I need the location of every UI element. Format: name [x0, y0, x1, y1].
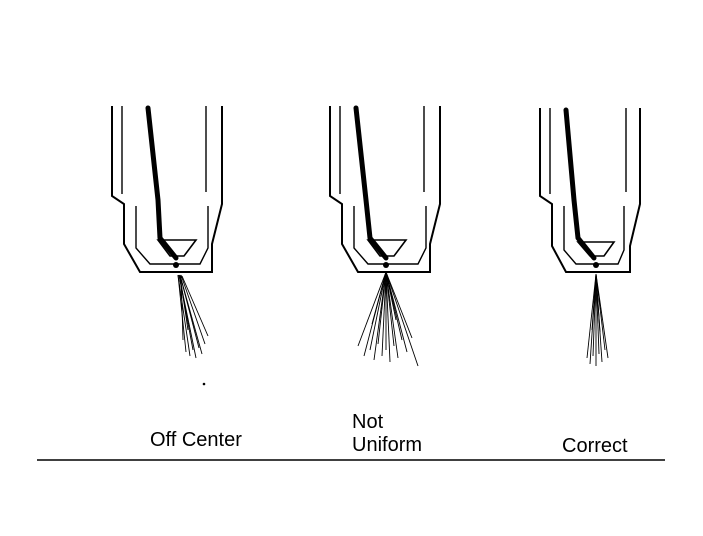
nozzle-correct [539, 107, 641, 366]
nozzle-not-uniform [329, 105, 441, 367]
label-correct: Correct [562, 435, 628, 457]
nozzle-orifice [173, 262, 179, 268]
nozzle-off-center [111, 105, 223, 386]
label-not-uniform-line2: Uniform [352, 434, 422, 456]
spray-pattern-correct [586, 273, 609, 366]
nozzle-body [329, 106, 441, 273]
nozzle-orifice [593, 262, 599, 268]
spray-pattern-off-center [177, 274, 209, 359]
nozzle-tip-inner [353, 206, 427, 265]
nozzle-needle [563, 107, 597, 261]
nozzle-cone [366, 239, 408, 257]
nozzle-needle [145, 105, 179, 261]
nozzle-body [111, 106, 223, 273]
nozzle-body [539, 108, 641, 273]
nozzle-cone [576, 241, 616, 257]
spray-pattern-not-uniform [357, 271, 419, 367]
nozzle-orifice [383, 262, 389, 268]
nozzle-needle [353, 105, 389, 261]
label-not-uniform-line1: Not [352, 411, 384, 433]
nozzle-cone [156, 239, 198, 257]
stray-droplet [202, 382, 206, 386]
label-off-center: Off Center [150, 429, 242, 451]
